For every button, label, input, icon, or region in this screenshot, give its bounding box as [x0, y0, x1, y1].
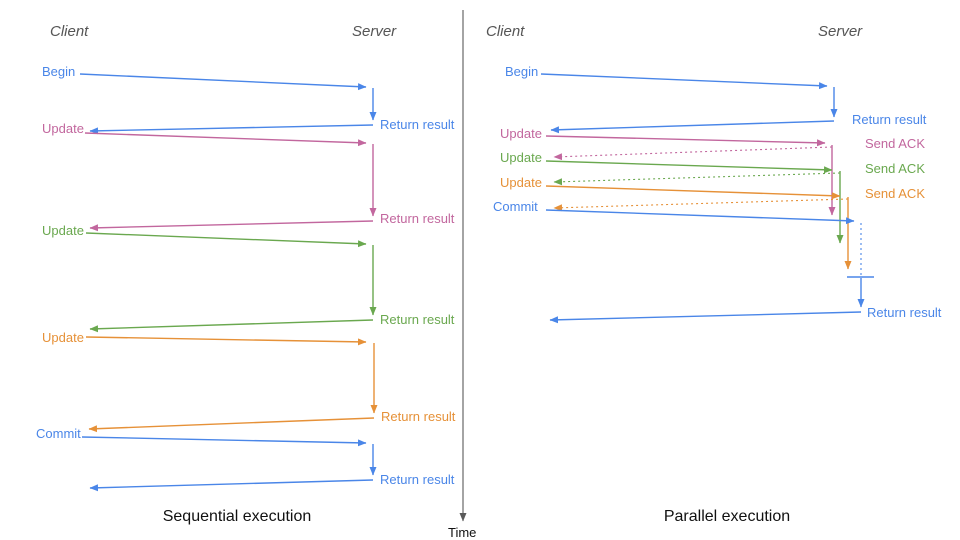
seq-commit-label: Commit: [36, 426, 81, 441]
seq-update3-response-label: Return result: [381, 409, 456, 424]
seq-commit-response-arrow: [89, 479, 374, 492]
seq-update3-request-arrow: [85, 336, 367, 346]
par-begin-response-arrow: [550, 120, 835, 134]
par-update2-ack-arrow: [553, 172, 841, 186]
par-update3-request-arrow: [545, 185, 841, 200]
seq-commit-response-label: Return result: [380, 472, 455, 487]
seq-update2-response-arrow: [89, 319, 374, 333]
parallel-client-heading: Client: [486, 23, 525, 40]
par-commit-request-arrow: [545, 209, 855, 225]
seq-begin-request-arrow: [79, 73, 367, 91]
sequential-panel: Client Server Begin Return result Update…: [36, 23, 456, 525]
par-update2-label: Update: [500, 150, 542, 165]
par-update3-ack-label: Send ACK: [865, 186, 925, 201]
par-update1-ack-arrow: [553, 146, 833, 161]
seq-begin-label: Begin: [42, 64, 75, 79]
par-commit-response-arrow: [549, 311, 862, 324]
par-commit-label: Commit: [493, 199, 538, 214]
seq-update1-request-arrow: [84, 132, 367, 147]
seq-update2-request-arrow: [85, 232, 367, 248]
parallel-panel-title: Parallel execution: [664, 508, 790, 525]
parallel-panel: Client Server Begin Return result Update…: [486, 23, 942, 525]
parallel-server-heading: Server: [818, 23, 863, 40]
sequential-server-heading: Server: [352, 23, 397, 40]
seq-update1-response-label: Return result: [380, 211, 455, 226]
seq-commit-request-arrow: [81, 436, 367, 447]
seq-update2-label: Update: [42, 223, 84, 238]
par-update1-label: Update: [500, 126, 542, 141]
par-begin-request-arrow: [540, 73, 828, 90]
seq-update3-label: Update: [42, 330, 84, 345]
par-update1-ack-label: Send ACK: [865, 136, 925, 151]
par-update2-request-arrow: [545, 160, 833, 174]
par-update2-ack-label: Send ACK: [865, 161, 925, 176]
seq-update2-response-label: Return result: [380, 312, 455, 327]
par-update3-label: Update: [500, 175, 542, 190]
par-update3-ack-arrow: [553, 198, 849, 212]
par-commit-response-label: Return result: [867, 305, 942, 320]
par-update1-request-arrow: [545, 135, 826, 147]
time-axis-label: Time: [448, 525, 476, 540]
seq-begin-response-arrow: [89, 124, 374, 135]
seq-update1-response-arrow: [89, 220, 374, 232]
sequential-client-heading: Client: [50, 23, 89, 40]
par-begin-label: Begin: [505, 64, 538, 79]
sequential-panel-title: Sequential execution: [163, 508, 312, 525]
seq-begin-response-label: Return result: [380, 117, 455, 132]
par-begin-response-label: Return result: [852, 112, 927, 127]
time-axis: Time: [448, 10, 476, 540]
seq-update3-response-arrow: [88, 417, 375, 433]
seq-update1-label: Update: [42, 121, 84, 136]
